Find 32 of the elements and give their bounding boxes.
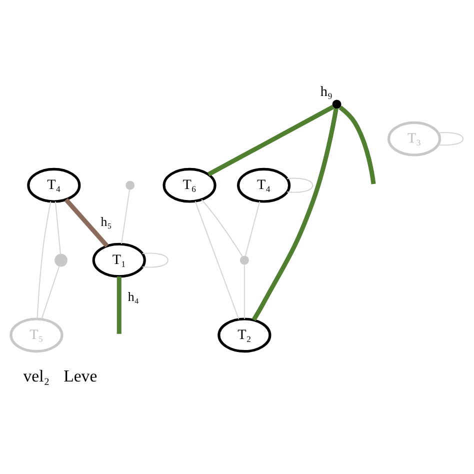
connector bbox=[194, 200, 240, 320]
connector bbox=[244, 200, 260, 257]
connector bbox=[121, 189, 130, 244]
connector bbox=[207, 104, 334, 176]
connector bbox=[36, 200, 52, 320]
connector bbox=[142, 252, 168, 268]
label: vel₂ bbox=[23, 366, 50, 386]
node-ellipse: T₄ bbox=[27, 168, 81, 203]
node-circle bbox=[332, 100, 342, 109]
node-ellipse: T₄ bbox=[237, 168, 291, 203]
connector bbox=[116, 276, 122, 334]
node-circle bbox=[240, 256, 249, 265]
node-circle bbox=[126, 180, 135, 190]
connector bbox=[252, 108, 338, 322]
node-ellipse: T₃ bbox=[387, 121, 442, 156]
connector bbox=[201, 199, 243, 257]
edge-label: h₅ bbox=[100, 214, 112, 230]
connector bbox=[338, 106, 376, 184]
node-ellipse: T₅ bbox=[10, 318, 64, 353]
node-circle bbox=[54, 254, 68, 267]
edge-label: h₄ bbox=[128, 288, 139, 304]
node-ellipse: T₁ bbox=[92, 242, 146, 278]
label: Leve bbox=[64, 366, 98, 386]
connector bbox=[438, 132, 464, 146]
connector bbox=[41, 266, 60, 320]
node-ellipse: T₂ bbox=[218, 318, 272, 353]
connector bbox=[54, 201, 61, 255]
node-label: h₉ bbox=[320, 84, 332, 100]
connector bbox=[64, 198, 109, 248]
node-ellipse: T₆ bbox=[162, 168, 216, 203]
connector bbox=[244, 264, 245, 320]
connector bbox=[286, 178, 314, 193]
